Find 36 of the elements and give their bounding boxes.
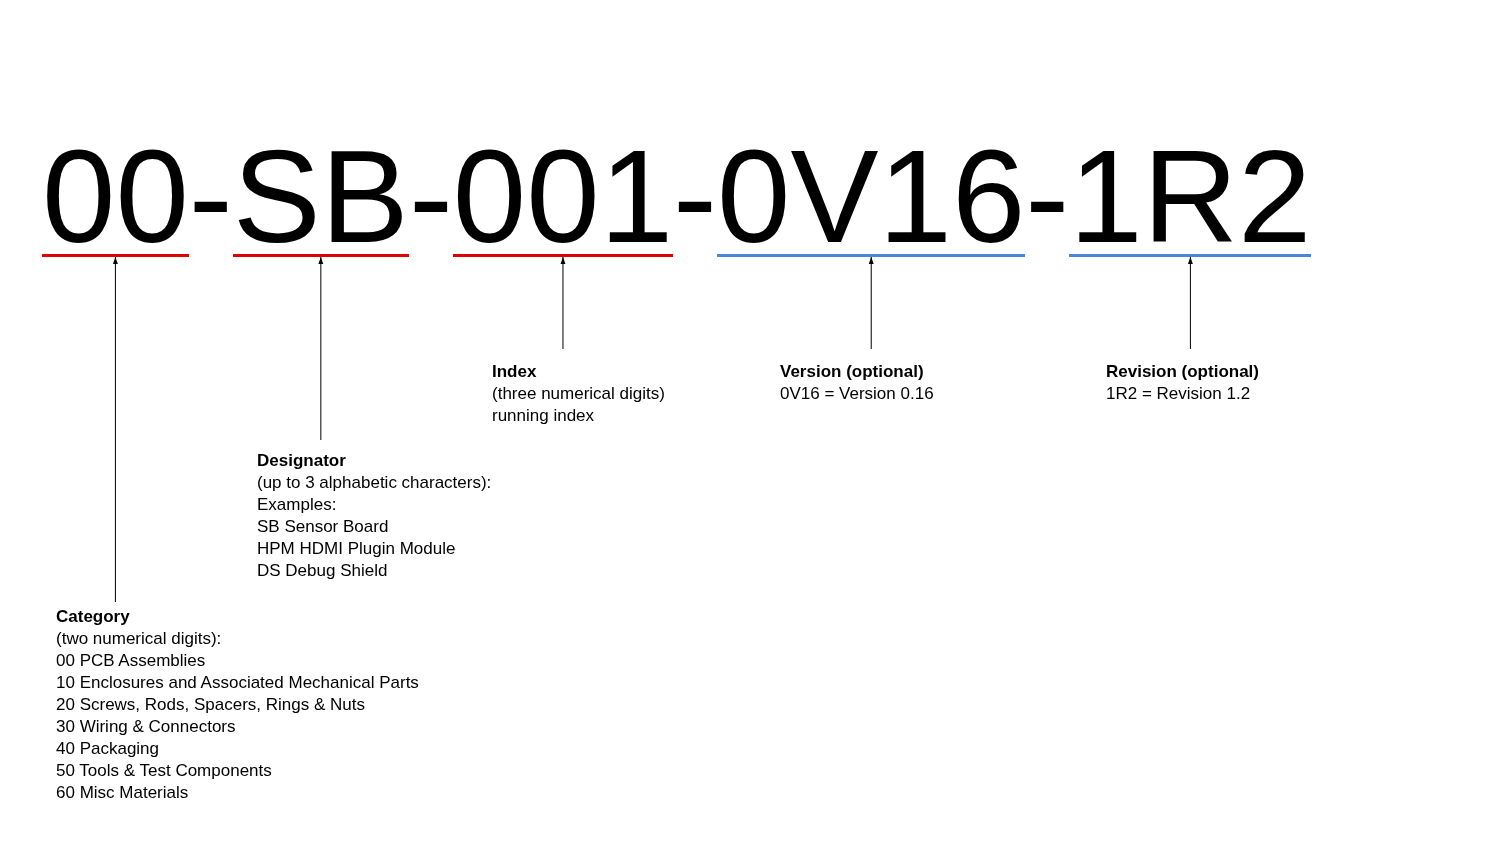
field-heading: Designator — [257, 450, 347, 472]
separator-hyphen: - — [673, 140, 718, 257]
leader-arrow — [112, 256, 118, 603]
description-text: 20 Screws, Rods, Spacers, Rings & Nuts — [56, 694, 366, 716]
description-text: DS Debug Shield — [257, 560, 389, 582]
description-text: running index — [492, 405, 596, 427]
description-text: 60 Misc Materials — [56, 782, 190, 804]
separator-hyphen: - — [1025, 140, 1070, 257]
description-text: 1R2 = Revision 1.2 — [1106, 383, 1252, 405]
description-text: 0V16 = Version 0.16 — [780, 383, 934, 405]
code-segment: 1R2 — [1069, 140, 1312, 257]
description-text: Examples: — [257, 494, 338, 516]
code-segment: 00 — [42, 140, 189, 257]
description-text: 40 Packaging — [56, 738, 161, 760]
field-heading: Index — [492, 361, 538, 383]
description-text: 00 PCB Assemblies — [56, 650, 207, 672]
separator-hyphen: - — [188, 140, 233, 257]
description-text: (up to 3 alphabetic characters): — [257, 472, 492, 494]
description-text: HPM HDMI Plugin Module — [257, 538, 457, 560]
leader-arrow — [560, 256, 566, 350]
description-text: 10 Enclosures and Associated Mechanical Parts — [56, 672, 419, 694]
description-text: 30 Wiring & Connectors — [56, 716, 237, 738]
separator-hyphen: - — [408, 140, 453, 257]
code-segment: 001 — [452, 140, 674, 257]
description-text: (two numerical digits): — [56, 628, 223, 650]
leader-arrow — [318, 256, 324, 441]
description-text: (three numerical digits) — [492, 383, 665, 405]
description-text: SB Sensor Board — [257, 516, 390, 538]
leader-arrow — [868, 256, 874, 350]
field-heading: Revision (optional) — [1106, 361, 1259, 383]
field-heading: Category — [56, 606, 131, 628]
field-heading: Version (optional) — [780, 361, 925, 383]
leader-arrow — [1187, 256, 1193, 350]
code-segment: 0V16 — [717, 140, 1026, 257]
description-text: 50 Tools & Test Components — [56, 760, 273, 782]
code-segment: SB — [232, 140, 409, 257]
